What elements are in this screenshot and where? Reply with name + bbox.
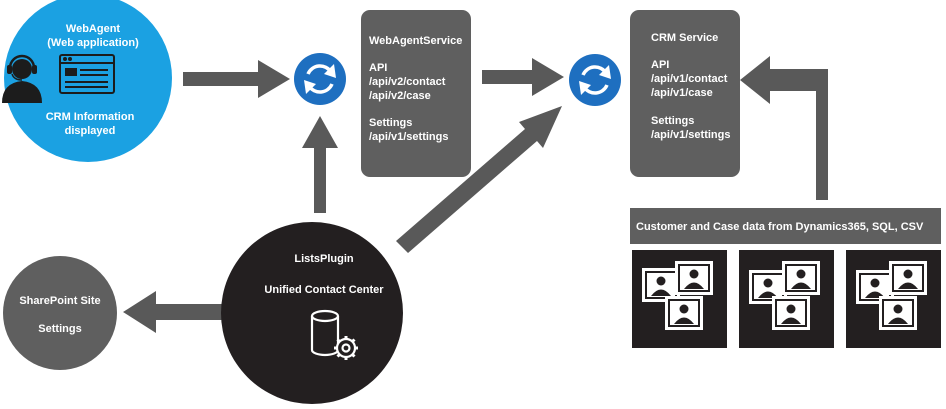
webagent-service-settings-route: /api/v1/settings bbox=[369, 131, 448, 143]
lists-plugin-node: ListsPlugin Unified Contact Center bbox=[221, 222, 403, 404]
headset-agent-icon bbox=[2, 54, 42, 103]
crm-service-title: CRM Service bbox=[651, 32, 718, 44]
arrow-listsplugin-to-webagentservice bbox=[302, 116, 338, 213]
data-source-label: Customer and Case data from Dynamics365,… bbox=[636, 221, 924, 233]
webagent-node: WebAgent (Web application) CRM Informati… bbox=[2, 0, 172, 162]
webagent-service-box: WebAgentService API /api/v2/contact /api… bbox=[361, 10, 471, 177]
browser-window-icon bbox=[59, 54, 115, 94]
crm-service-api-route: /api/v1/case bbox=[651, 87, 713, 99]
lists-plugin-subtitle: Unified Contact Center bbox=[264, 284, 384, 296]
webagent-title: WebAgent bbox=[66, 23, 121, 35]
arrow-webagent-to-webagentservice bbox=[183, 60, 290, 98]
sharepoint-title: SharePoint Site bbox=[19, 295, 100, 307]
sync-icon bbox=[294, 53, 346, 105]
sharepoint-subtitle: Settings bbox=[38, 323, 81, 335]
contacts-group-icon bbox=[739, 250, 834, 348]
webagent-subtitle: (Web application) bbox=[47, 37, 139, 49]
webagent-service-api-label: API bbox=[369, 62, 387, 74]
crm-service-api-route: /api/v1/contact bbox=[651, 73, 728, 85]
webagent-info-line1: CRM Information bbox=[46, 111, 135, 123]
sharepoint-node: SharePoint Site Settings bbox=[3, 256, 117, 370]
contact-groups bbox=[632, 250, 941, 348]
webagent-circle bbox=[4, 0, 172, 162]
database-gear-icon bbox=[310, 309, 358, 360]
lists-plugin-circle bbox=[221, 222, 403, 404]
arrow-data-to-crmservice bbox=[740, 56, 828, 200]
crm-service-box: CRM Service API /api/v1/contact /api/v1/… bbox=[630, 10, 740, 177]
contacts-group-icon bbox=[846, 250, 941, 348]
arrow-webagentservice-to-crmservice bbox=[482, 58, 564, 96]
webagent-info-line2: displayed bbox=[65, 125, 116, 137]
crm-service-settings-route: /api/v1/settings bbox=[651, 129, 730, 141]
arrows bbox=[123, 56, 828, 333]
arrow-listsplugin-to-crmservice bbox=[396, 106, 562, 253]
crm-service-api-label: API bbox=[651, 59, 669, 71]
webagent-service-api-route: /api/v2/contact bbox=[369, 76, 446, 88]
contacts-group-icon bbox=[632, 250, 727, 348]
arrow-listsplugin-to-sharepoint bbox=[123, 291, 222, 333]
webagent-service-title: WebAgentService bbox=[369, 35, 462, 47]
sync-icon bbox=[569, 54, 621, 106]
webagent-service-settings-label: Settings bbox=[369, 117, 412, 129]
crm-service-settings-label: Settings bbox=[651, 115, 694, 127]
webagent-service-api-route: /api/v2/case bbox=[369, 90, 431, 102]
sharepoint-circle bbox=[3, 256, 117, 370]
data-source-bar: Customer and Case data from Dynamics365,… bbox=[630, 208, 941, 244]
lists-plugin-title: ListsPlugin bbox=[294, 253, 354, 265]
